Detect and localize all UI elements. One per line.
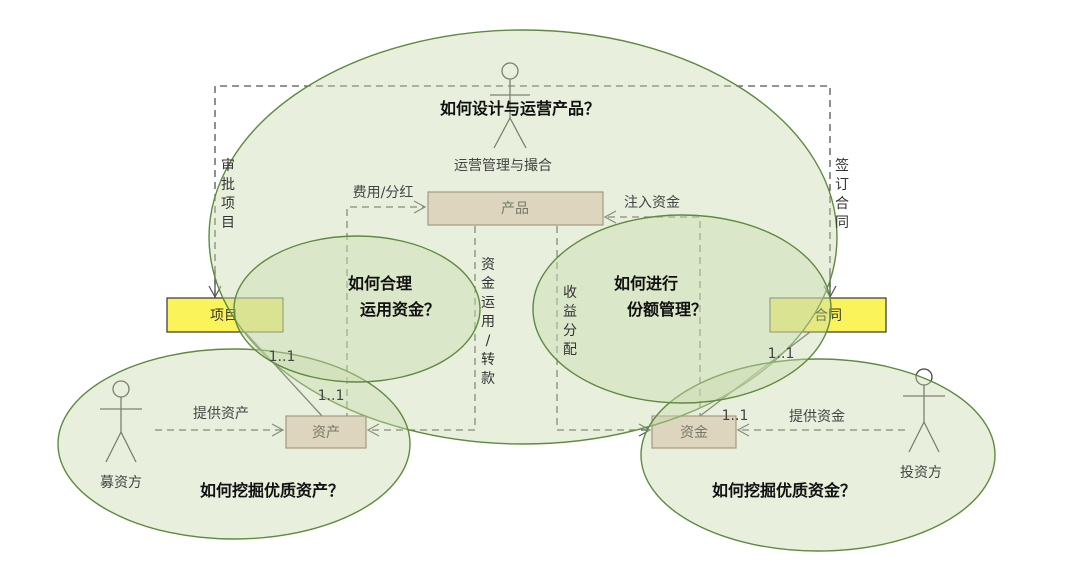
design-question: 如何设计与运营产品？: [440, 99, 600, 118]
inject-label: 注入资金: [624, 195, 680, 211]
use-char-4: 用: [481, 314, 495, 330]
design-product-ellipse: [208, 29, 838, 445]
approve-char-4: 目: [221, 215, 235, 231]
sign-char-1: 签: [835, 157, 849, 174]
sign-char-3: 合: [835, 196, 849, 212]
product-box-label: 产品: [501, 201, 529, 217]
use-funds-question-line2: 运用资金？: [360, 300, 440, 319]
contract-box-label: 合同: [814, 308, 842, 324]
asset-question: 如何挖掘优质资产？: [200, 481, 344, 500]
approve-sign-frame: [214, 85, 831, 297]
income-char-2: 益: [563, 304, 577, 320]
investor-actor-label: 投资方: [900, 465, 942, 481]
asset-mining-ellipse: [57, 348, 411, 540]
use-char-2: 金: [481, 276, 495, 292]
income-char-4: 配: [563, 342, 577, 358]
use-char-5: /: [486, 333, 491, 349]
use-char-7: 款: [481, 371, 495, 387]
multiplicity-project: 1..1: [269, 349, 296, 365]
provide-asset-label: 提供资产: [193, 406, 249, 422]
capital-box-label: 资金: [680, 425, 708, 441]
sign-char-2: 订: [835, 177, 849, 193]
sign-char-4: 同: [835, 215, 849, 231]
use-funds-question-line1: 如何合理: [348, 274, 412, 293]
use-char-1: 资: [481, 257, 495, 273]
raiser-actor-label: 募资方: [100, 475, 142, 491]
asset-box-label: 资产: [312, 425, 340, 441]
approve-char-1: 审: [221, 158, 235, 174]
ops-actor-icon: [490, 62, 530, 149]
use-char-6: 转: [481, 352, 495, 368]
fee-label: 费用/分红: [353, 185, 414, 201]
fee-arrow: [346, 200, 427, 420]
fund-use-label: 资 金 运 用 / 转 款: [481, 257, 495, 387]
share-question-line1: 如何进行: [614, 274, 678, 293]
provide-capital-label: 提供资金: [789, 409, 845, 425]
income-char-3: 分: [563, 323, 577, 339]
approve-project-label: 审 批 项 目: [221, 158, 235, 231]
multiplicity-asset: 1..1: [318, 388, 345, 404]
fund-use-ellipse: [233, 235, 481, 383]
income-arrow: [556, 226, 652, 437]
product-box: [427, 191, 604, 226]
fund-use-arrow: [366, 226, 476, 437]
share-question-line2: 份额管理？: [627, 300, 707, 319]
sign-contract-label: 签 订 合 同: [835, 157, 849, 231]
raiser-actor-icon: [100, 380, 142, 463]
contract-capital-association: [699, 331, 811, 417]
approve-sign-connector: [214, 85, 831, 297]
capital-mining-ellipse: [640, 358, 996, 552]
approve-char-3: 项: [221, 196, 235, 212]
multiplicity-contract: 1..1: [768, 346, 795, 362]
ops-actor-label: 运营管理与撮合: [454, 157, 552, 174]
project-asset-association: [244, 331, 323, 417]
multiplicity-capital: 1..1: [722, 408, 749, 424]
share-management-ellipse: [532, 214, 832, 404]
use-char-3: 运: [481, 295, 495, 311]
income-distribution-label: 收 益 分 配: [563, 285, 577, 358]
approve-char-2: 批: [221, 177, 235, 193]
income-char-1: 收: [563, 285, 577, 301]
capital-question: 如何挖掘优质资金？: [712, 481, 856, 500]
inject-arrow: [603, 210, 701, 420]
investor-actor-icon: [903, 368, 945, 453]
asset-box: [285, 415, 367, 449]
